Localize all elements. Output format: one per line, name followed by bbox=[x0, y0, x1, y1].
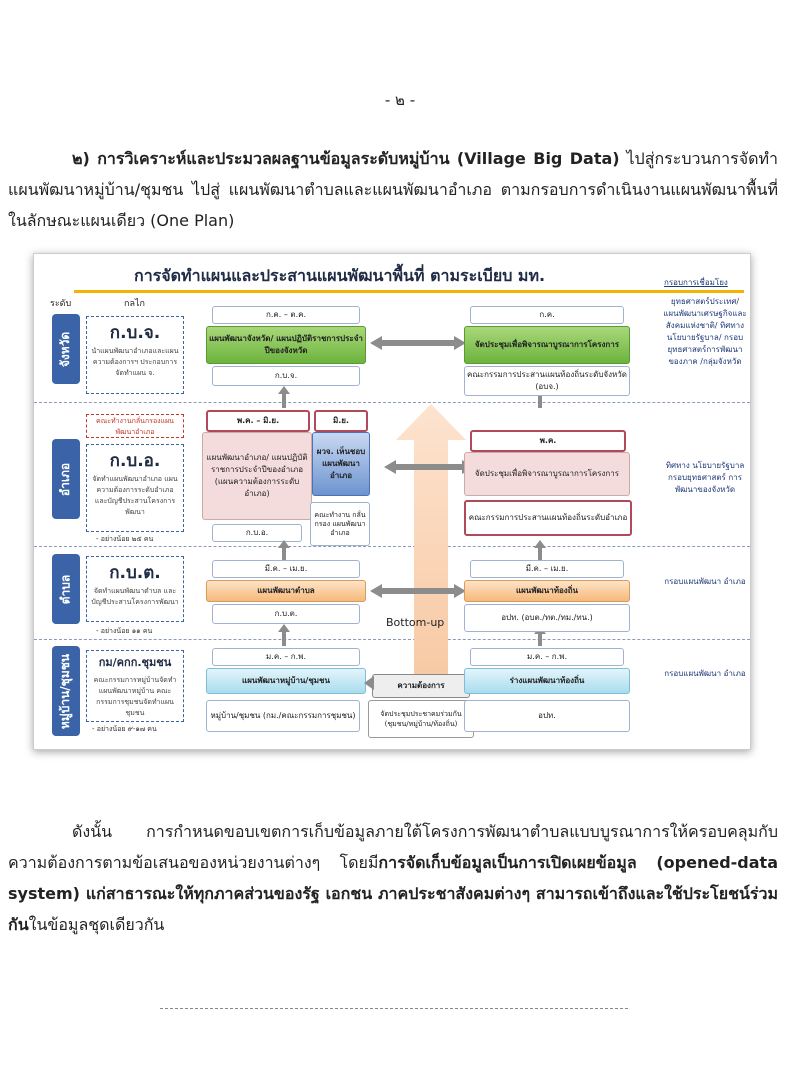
district-governor-approval: ผวจ. เห็นชอบ แผนพัฒนา อำเภอ bbox=[312, 432, 370, 496]
org-district-min: - อย่างน้อย ๒๕ คน bbox=[96, 535, 154, 543]
band-divider bbox=[34, 402, 750, 403]
arrow-district bbox=[384, 460, 474, 474]
needs-box: ความต้องการ bbox=[372, 674, 470, 698]
right-subdistrict-org: อปท. (อบต./ทต./ทม./ทน.) bbox=[464, 604, 630, 632]
level-province: จังหวัด bbox=[52, 314, 80, 384]
arrow-up-left-1 bbox=[278, 386, 290, 408]
right-district-org: คณะกรรมการประสานแผนท้องถิ่นระดับอำเภอ bbox=[464, 500, 632, 536]
right-province-period: ก.ค. bbox=[470, 306, 624, 324]
org-subdistrict-min: - อย่างน้อย ๑๑ คน bbox=[96, 627, 153, 635]
arrow-up-left-2 bbox=[278, 540, 290, 560]
footer-divider bbox=[160, 1008, 628, 1009]
village-plan: แผนพัฒนาหมู่บ้าน/ชุมชน bbox=[206, 668, 366, 694]
org-village: กม/คกก.ชุมชน คณะกรรมการหมู่บ้านจัดทำแผนพ… bbox=[86, 650, 184, 722]
district-screening-team: คณะทำงาน กลั่นกรอง แผนพัฒนา อำเภอ bbox=[310, 502, 370, 546]
paragraph-open-data: ดังนั้น การกำหนดขอบเขตการเก็บข้อมูลภายใต… bbox=[8, 816, 778, 940]
link-header: กรอบการเชื่อมโยง bbox=[664, 278, 728, 287]
bottom-up-label: Bottom-up bbox=[386, 616, 445, 629]
district-period: พ.ค. – มิ.ย. bbox=[206, 410, 310, 432]
level-district: อำเภอ bbox=[52, 439, 80, 519]
province-period: ก.ค. – ต.ค. bbox=[212, 306, 360, 324]
paragraph-text-b: การจัดเก็บข้อมูลเป็นการเปิดเผยข้อมูล (op… bbox=[8, 853, 778, 934]
right-province-plan: จัดประชุมเพื่อพิจารณาบูรณาการโครงการ bbox=[464, 326, 630, 364]
right-district-period: พ.ค. bbox=[470, 430, 626, 452]
right-village-org: อปท. bbox=[464, 700, 630, 732]
community-forum-box: จัดประชุมประชาคมร่วมกัน (ชุมชน/หมู่บ้าน/… bbox=[368, 700, 474, 738]
right-village-period: ม.ค. – ก.พ. bbox=[470, 648, 624, 666]
link-district: ทิศทาง นโยบายรัฐบาล กรอบยุทธศาสตร์ การพั… bbox=[665, 461, 745, 494]
right-subdistrict-plan: แผนพัฒนาท้องถิ่น bbox=[464, 580, 630, 602]
district-period-2: มิ.ย. bbox=[314, 410, 368, 432]
link-village: กรอบแผนพัฒนา อำเภอ bbox=[664, 669, 746, 678]
right-district-plan: จัดประชุมเพื่อพิจารณาบูรณาการโครงการ bbox=[464, 452, 630, 496]
title-underline bbox=[74, 290, 664, 293]
arrow-up-left-3 bbox=[278, 624, 290, 646]
right-province-org: คณะกรรมการประสานแผนท้องถิ่นระดับจังหวัด … bbox=[464, 366, 630, 396]
village-org: หมู่บ้าน/ชุมชน (กม./คณะกรรมการชุมชน) bbox=[206, 700, 360, 732]
subdistrict-plan: แผนพัฒนาตำบล bbox=[206, 580, 366, 602]
right-subdistrict-period: มี.ค. – เม.ย. bbox=[470, 560, 624, 578]
diagram-title: การจัดทำแผนและประสานแผนพัฒนาพื้นที่ ตามร… bbox=[134, 266, 546, 285]
arrow-up-right-2 bbox=[534, 540, 546, 560]
district-org: ก.บ.อ. bbox=[212, 524, 302, 542]
subdistrict-org: ก.บ.ต. bbox=[212, 604, 360, 624]
link-province: ยุทธศาสตร์ประเทศ/ แผนพัฒนาเศรษฐกิจและสัง… bbox=[663, 297, 747, 366]
link-subdistrict: กรอบแผนพัฒนา อำเภอ bbox=[664, 577, 746, 586]
bottom-up-arrow bbox=[396, 404, 466, 686]
org-subdistrict: ก.บ.ต. จัดทำแผนพัฒนาตำบล และบัญชีประสานโ… bbox=[86, 556, 184, 622]
band-divider bbox=[34, 639, 750, 640]
village-period: ม.ค. – ก.พ. bbox=[212, 648, 360, 666]
arrow-subdistrict bbox=[370, 584, 466, 598]
level-village: หมู่บ้าน/ชุมชน bbox=[52, 646, 80, 736]
arrow-village-left bbox=[364, 676, 374, 690]
planning-diagram: การจัดทำแผนและประสานแผนพัฒนาพื้นที่ ตามร… bbox=[33, 253, 751, 750]
page-number: - ๒ - bbox=[384, 91, 416, 109]
col-level-header: ระดับ bbox=[50, 299, 72, 309]
title-underline-right bbox=[664, 290, 744, 293]
paragraph-text-c: ในข้อมูลชุดเดียวกัน bbox=[28, 915, 165, 934]
col-mechanism-header: กลไก bbox=[124, 299, 145, 309]
org-district-screening: คณะทำงานกลั่นกรองแผนพัฒนาอำเภอ bbox=[86, 414, 184, 438]
province-plan: แผนพัฒนาจังหวัด/ แผนปฏิบัติราชการประจำปี… bbox=[206, 326, 366, 364]
arrow-province bbox=[370, 336, 466, 350]
right-village-plan: ร่างแผนพัฒนาท้องถิ่น bbox=[464, 668, 630, 694]
org-village-min: - อย่างน้อย ๙-๑๗ คน bbox=[92, 725, 157, 733]
level-subdistrict: ตำบล bbox=[52, 554, 80, 624]
org-district: ก.บ.อ. จัดทำแผนพัฒนาอำเภอ แผนความต้องการ… bbox=[86, 444, 184, 532]
org-province: ก.บ.จ. นำแผนพัฒนาอำเภอและแผนความต้องการฯ… bbox=[86, 316, 184, 394]
province-org: ก.บ.จ. bbox=[212, 366, 360, 386]
paragraph-heading: ๒) การวิเคราะห์และประมวลผลฐานข้อมูลระดับ… bbox=[72, 149, 620, 168]
paragraph-village-big-data: ๒) การวิเคราะห์และประมวลผลฐานข้อมูลระดับ… bbox=[8, 143, 778, 236]
subdistrict-period: มี.ค. – เม.ย. bbox=[212, 560, 360, 578]
band-divider bbox=[34, 546, 750, 547]
district-plan: แผนพัฒนาอำเภอ/ แผนปฏิบัติราชการประจำปีขอ… bbox=[202, 432, 312, 520]
paragraph-text-a: ดังนั้น การกำหนดขอบเขตการเก็บข้อมูลภายใต… bbox=[8, 822, 778, 872]
paragraph-text: ไปสู่กระบวนการจัดทำแผนพัฒนาหมู่บ้าน/ชุมช… bbox=[8, 149, 778, 230]
